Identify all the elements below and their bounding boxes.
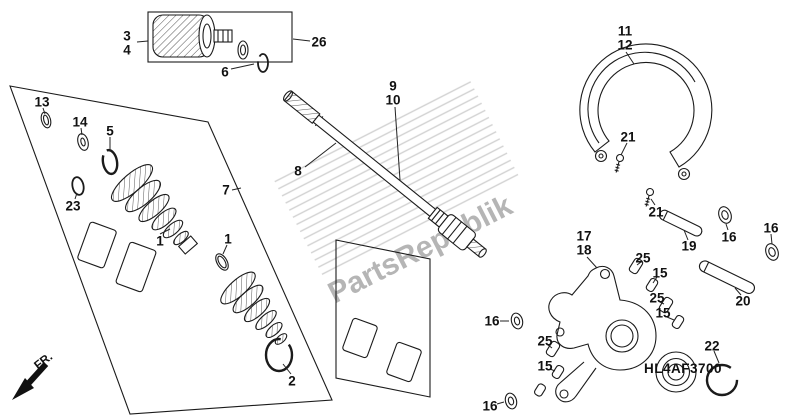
bolt-21-b — [644, 187, 655, 207]
fr-direction-arrow: FR. — [12, 349, 55, 400]
bush-25-a — [628, 257, 644, 275]
shim-plate-a — [77, 221, 117, 269]
seal-ring-16-b — [765, 243, 779, 261]
leader-lines — [42, 38, 773, 405]
washer-14 — [77, 133, 89, 151]
bush-small — [534, 383, 546, 397]
driveshaft-kit-box — [9, 85, 333, 415]
fr-label: FR. — [31, 349, 55, 372]
driveshaft — [283, 90, 487, 258]
collar-15-a — [645, 277, 659, 293]
cv-joint-assembly-box — [147, 11, 293, 63]
seal-ring-16-a — [718, 206, 732, 224]
cv-joint-housing — [152, 14, 233, 58]
shim-plate-c — [342, 317, 378, 359]
collar-15-b — [671, 314, 685, 330]
shim-plate-b — [115, 241, 157, 293]
rear-knuckle — [548, 265, 657, 403]
hub-bearing — [655, 351, 697, 393]
boot-ring-2 — [264, 337, 294, 373]
snap-ring-22 — [705, 363, 739, 397]
bush-25-c — [545, 340, 561, 358]
boot-band-1 — [215, 253, 229, 271]
ring-23 — [71, 176, 85, 196]
pivot-pin-20 — [698, 260, 756, 294]
dust-seal-16-c — [510, 312, 524, 330]
dust-seal-16-d — [504, 392, 518, 410]
circlip-5 — [101, 148, 119, 176]
shim-kit-box — [335, 239, 431, 398]
shim-plate-d — [386, 341, 422, 383]
collar-15-c — [551, 364, 565, 380]
diagram-code: HL4AF3700 — [644, 361, 723, 376]
bush-25-b — [658, 296, 674, 314]
pivot-pin-19 — [658, 209, 703, 237]
o-ring-13 — [40, 111, 52, 129]
circlip-6 — [257, 53, 269, 73]
cv-boot-1 — [110, 164, 199, 255]
bolt-21-a — [614, 153, 625, 173]
disc-guard — [579, 43, 713, 181]
cv-boot-2 — [220, 271, 288, 345]
joint-washer — [237, 40, 249, 60]
